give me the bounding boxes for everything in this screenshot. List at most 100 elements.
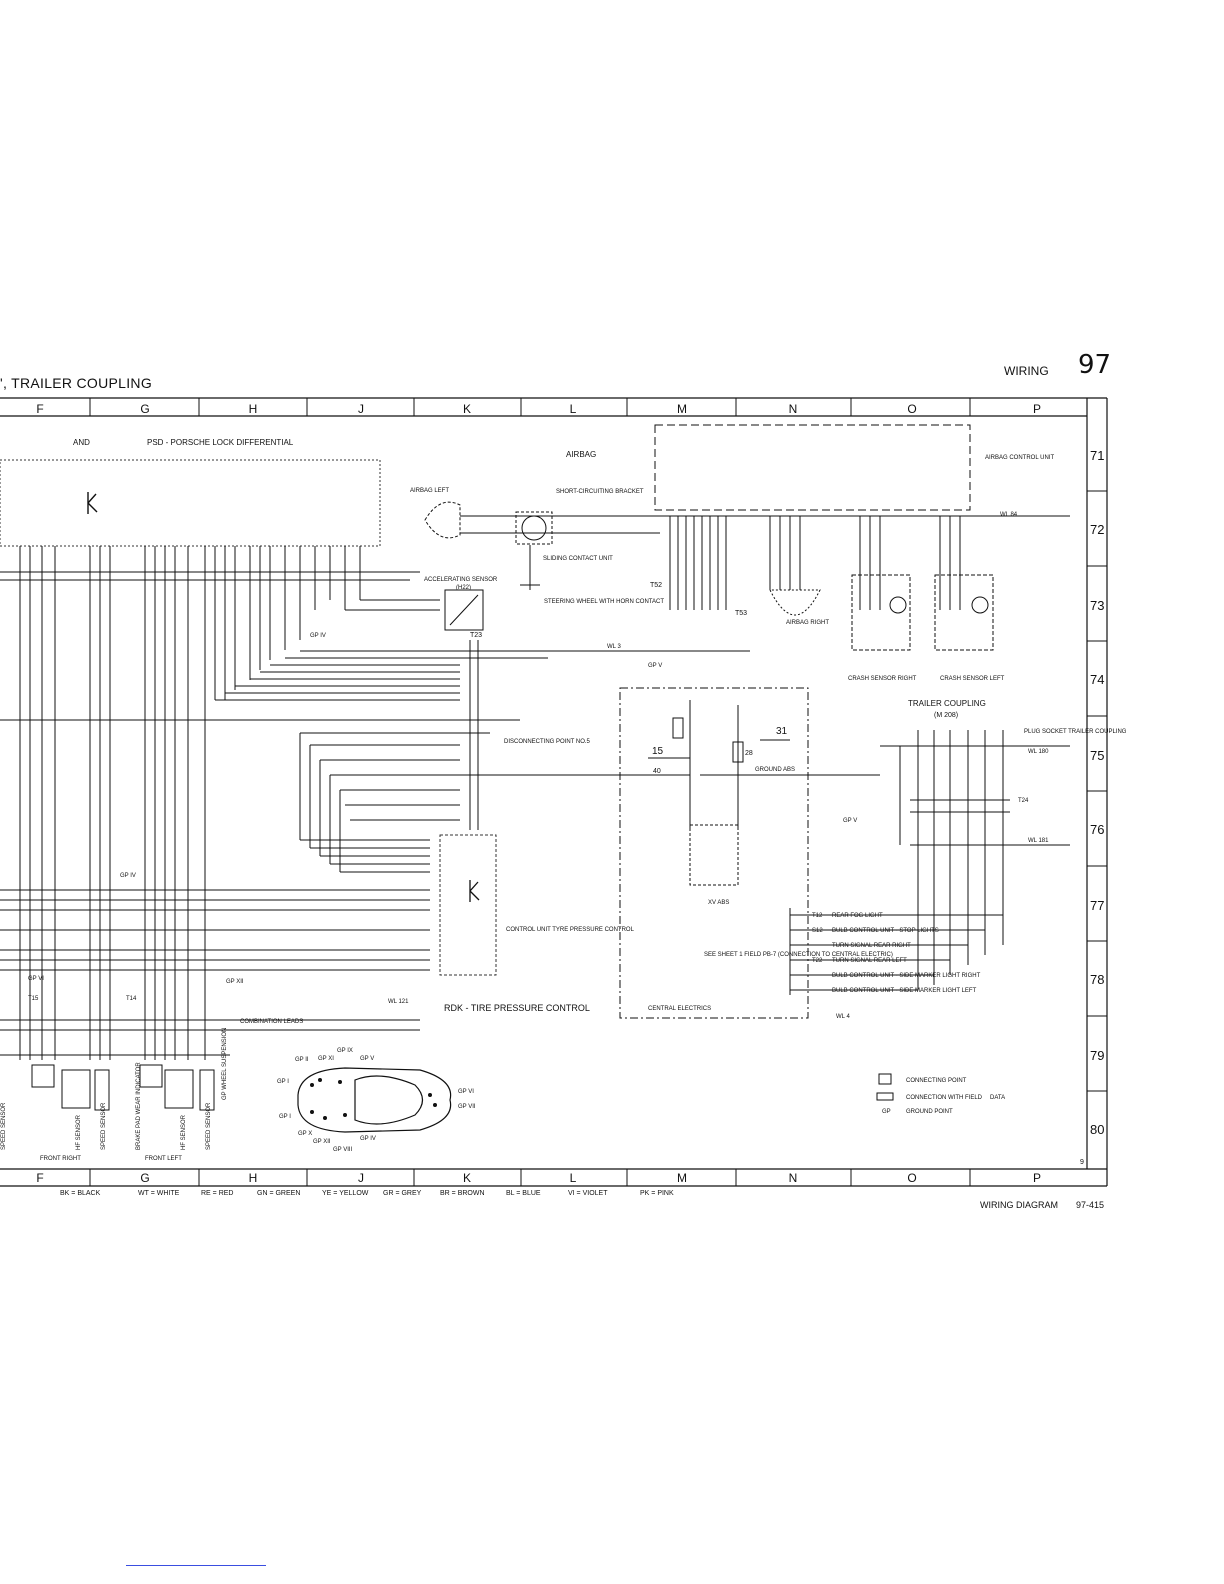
column-label-j: J [358, 402, 364, 416]
central-electrics-wires [540, 700, 880, 830]
sliding-contact-unit [521, 515, 547, 541]
t15-label: T15 [28, 996, 39, 1002]
crash-sensor-right-symbol [889, 596, 907, 614]
row-label-74: 74 [1090, 672, 1105, 687]
column-label-p: P [1032, 402, 1041, 416]
airbag-control-unit-box [654, 424, 971, 511]
psd-and: AND [73, 438, 90, 447]
trailer-coupling-title: TRAILER COUPLING [908, 699, 986, 708]
column-label-n: N [788, 402, 798, 416]
row-ticks [1087, 490, 1107, 1092]
wl121-label: WL 121 [388, 999, 409, 1005]
front-left-label: FRONT LEFT [145, 1156, 182, 1162]
accel-sensor-label: ACCELERATING SENSOR [424, 577, 498, 583]
transistor-icon [87, 492, 98, 514]
brake-pad-label: BRAKE PAD WEAR INDICATOR [136, 1062, 142, 1150]
column-label-g-bottom: G [140, 1171, 150, 1185]
page-title: ', TRAILER COUPLING [0, 375, 153, 391]
central-electrics-label: CENTRAL ELECTRICS [648, 1006, 711, 1012]
gp12-label: GP XII [226, 979, 244, 985]
car-gp-7: GP VII [458, 1104, 476, 1110]
plug-socket-label: PLUG SOCKET TRAILER COUPLING [1024, 729, 1127, 735]
column-ticks [89, 398, 971, 1186]
car-gp-1b: GP I [279, 1114, 291, 1120]
hf-sensor-left-label: HF SENSOR [181, 1114, 187, 1150]
airbag-control-unit-label: AIRBAG CONTROL UNIT [985, 455, 1054, 461]
column-label-p-bottom: P [1032, 1171, 1041, 1185]
car-gp-2: GP II [295, 1057, 309, 1063]
legend-gr: GR = GREY [383, 1190, 422, 1197]
corner-digit: 9 [1080, 1159, 1084, 1166]
tpc-control-unit [439, 834, 497, 976]
wire-bundle-left [19, 546, 361, 1060]
key-gp-abbr: GP [882, 1109, 891, 1115]
wl4-label: WL 4 [836, 1014, 850, 1020]
column-label-l: L [569, 402, 577, 416]
wire-bundle-horizontal [0, 571, 460, 1031]
airbag-right-label: AIRBAG RIGHT [786, 620, 829, 626]
gp4-label: GP IV [310, 633, 326, 639]
tpc-transistor-icon [469, 880, 480, 902]
airbag-right-shape [769, 589, 821, 616]
xv-abs-relay [689, 824, 739, 886]
speed-sensor-right-label: SPEED SENSOR [1, 1102, 7, 1150]
t53-label: T53 [735, 610, 747, 617]
column-label-g: G [140, 402, 150, 416]
car-gp-11: GP XI [318, 1056, 334, 1062]
car-gp-1a: GP I [277, 1079, 289, 1085]
central-electrics-box [619, 687, 809, 1019]
legend-bk: BK = BLACK [60, 1190, 101, 1197]
psd-title: PSD - PORSCHE LOCK DIFFERENTIAL [147, 438, 294, 447]
airbag-title: AIRBAG [566, 450, 596, 459]
column-label-o: O [907, 402, 917, 416]
car-ground-point-dots [310, 1078, 437, 1120]
footer-code: 97-415 [1076, 1200, 1105, 1210]
car-gp-10: GP X [298, 1131, 312, 1137]
t23-label: T23 [470, 632, 482, 639]
wl84-label: WL 84 [1000, 512, 1018, 518]
steering-wheel-label: STEERING WHEEL WITH HORN CONTACT [544, 599, 664, 605]
column-label-h-bottom: H [248, 1171, 258, 1185]
accelerating-sensor-diagonal [449, 594, 479, 626]
disconnecting-point-label: DISCONNECTING POINT NO.5 [504, 739, 591, 745]
rdk-label: RDK - TIRE PRESSURE CONTROL [444, 1003, 590, 1013]
lamp-marker-left: BULB CONTROL UNIT - SIDE MARKER LIGHT LE… [832, 988, 977, 994]
crash-sensor-left [934, 574, 994, 651]
footer-label: WIRING DIAGRAM [980, 1200, 1058, 1210]
crash-sensor-left-label: CRASH SENSOR LEFT [940, 676, 1005, 682]
steering-wheel-box [515, 511, 553, 545]
column-label-m: M [677, 402, 687, 416]
column-label-k-bottom: K [462, 1171, 471, 1185]
airbag-wires [460, 515, 1070, 590]
key-connecting-point-icon [878, 1073, 892, 1085]
column-label-f-bottom: F [36, 1171, 44, 1185]
psd-control-unit [0, 459, 381, 547]
diagram-frame [0, 397, 1108, 1187]
legend-re: RE = RED [201, 1190, 234, 1197]
t22-label: T22 [812, 958, 823, 964]
term-15-label: 15 [652, 746, 664, 757]
key-connection-with-field: CONNECTION WITH FIELD [906, 1095, 983, 1101]
xv-abs-label: XV ABS [708, 900, 729, 906]
column-label-l-bottom: L [569, 1171, 577, 1185]
speed-sensor-left2-label: SPEED SENSOR [206, 1102, 212, 1150]
lamp-turn-left: TURN SIGNAL REAR LEFT [832, 958, 907, 964]
speed-sensor-left-label: SPEED SENSOR [101, 1102, 107, 1150]
legend-wt: WT = WHITE [138, 1190, 180, 1197]
front-wheel-sensors [0, 1054, 230, 1111]
lamp-rear-fog: REAR FOG LIGHT [832, 913, 883, 919]
row-label-77: 77 [1090, 898, 1105, 913]
gp4-lower-label: GP IV [120, 873, 136, 879]
bottom-link-underline[interactable] [126, 1565, 266, 1566]
column-label-n-bottom: N [788, 1171, 798, 1185]
s12-label: S12 [812, 928, 823, 934]
row-label-72: 72 [1090, 522, 1105, 537]
front-right-label: FRONT RIGHT [40, 1156, 81, 1162]
hf-sensor-right-label: HF SENSOR [76, 1114, 82, 1150]
t23-connector [460, 640, 548, 830]
key-ground-point: GROUND POINT [906, 1109, 953, 1115]
wl180-label: WL 180 [1028, 749, 1049, 755]
airbag-left-shape [424, 501, 461, 539]
row-label-79: 79 [1090, 1048, 1105, 1063]
